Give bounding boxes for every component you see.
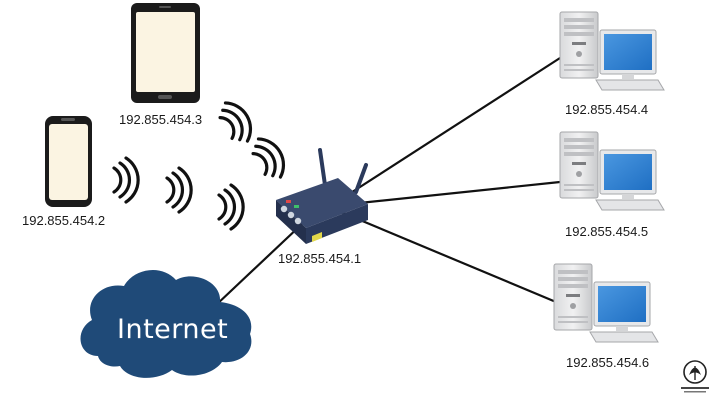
internet-label: Internet [117,314,229,345]
desktop-computer-icon [559,11,665,91]
desktop-computer-icon [559,131,665,211]
tablet-icon [131,3,200,103]
link-router-pc2 [339,180,561,207]
pc2-ip-label: 192.855.454.5 [565,224,649,239]
tablet-ip-label: 192.855.454.3 [119,112,203,127]
router-ip-label: 192.855.454.1 [278,251,362,266]
pc1-ip-label: 192.855.454.4 [565,102,649,117]
pc3-ip-label: 192.855.454.6 [566,355,650,370]
link-router-pc3 [335,208,557,304]
logo-icon [681,360,709,393]
smartphone-icon [45,116,92,207]
desktop-computer-icon [553,263,659,343]
router-icon [276,148,368,244]
cloud-icon [80,269,252,378]
phone-ip-label: 192.855.454.2 [22,213,106,228]
link-router-internet [214,223,303,307]
link-router-pc1 [331,57,561,206]
